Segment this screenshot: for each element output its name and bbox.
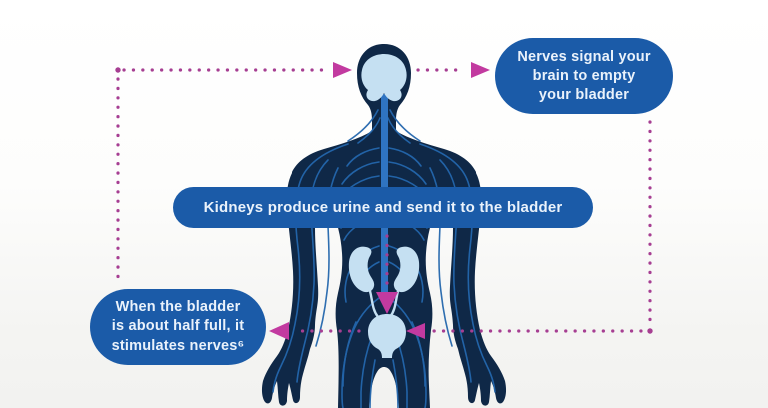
kidney-left-icon: [348, 246, 375, 293]
callout-brain-signal: Nerves signal your brain to empty your b…: [495, 38, 673, 114]
ureters: [366, 282, 402, 319]
bladder-icon: [368, 314, 406, 358]
urinary-organs: [348, 54, 420, 358]
brain-icon: [361, 54, 407, 102]
callout-brain-line2: brain to empty: [532, 67, 636, 84]
callout-kidneys-text: Kidneys produce urine and send it to the…: [203, 198, 563, 216]
callout-bladder-line3: stimulates nerves⁶: [111, 337, 245, 354]
callout-bladder-line2: is about half full, it: [111, 318, 245, 335]
callout-bladder-half-full: When the bladder is about half full, it …: [90, 289, 266, 365]
callout-brain-line1: Nerves signal your: [517, 48, 651, 65]
callout-kidneys: Kidneys produce urine and send it to the…: [173, 187, 593, 228]
callout-bladder-line1: When the bladder: [115, 298, 241, 315]
callout-brain-line3: your bladder: [538, 86, 630, 103]
